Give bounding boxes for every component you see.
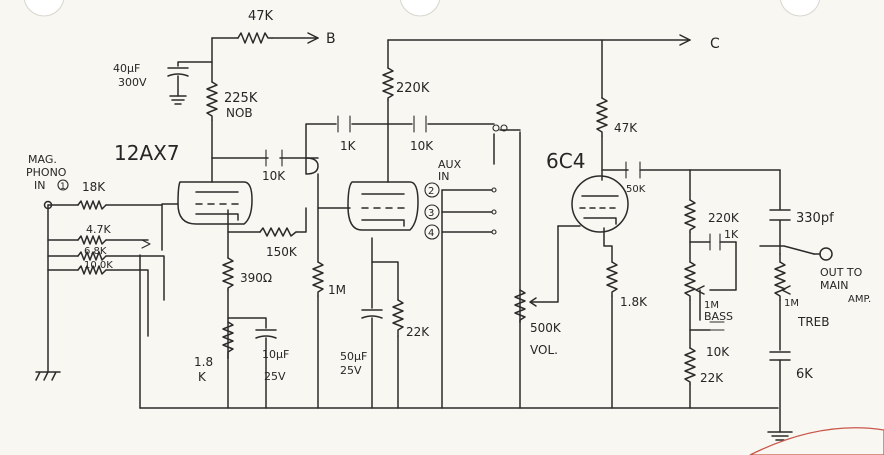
label-treb: TREB <box>797 315 829 329</box>
label-1m-bass: 1M <box>704 300 719 311</box>
label-22k-bass: 22K <box>700 371 724 385</box>
label-1m-left: 1M <box>328 283 346 297</box>
wiring <box>35 32 833 441</box>
mag-jack-1 <box>57 179 69 191</box>
label-10k-bass: 10K <box>706 345 730 359</box>
resistor-1-8k-right <box>606 261 618 297</box>
label-22k-mid: 22K <box>406 325 430 339</box>
label-mag-circle: 1 <box>60 182 66 192</box>
resistor-500k-pot <box>514 289 526 323</box>
binder-hole-left <box>23 0 65 17</box>
label-aux-4: 4 <box>428 228 434 239</box>
aux-jack-2 <box>424 182 440 198</box>
label-vol: VOL. <box>530 343 558 357</box>
resistor-220k-top <box>382 67 394 101</box>
label-mag-a: MAG. <box>28 153 57 166</box>
label-1-8k-a: 1.8 <box>194 355 213 369</box>
resistor-390 <box>222 257 234 291</box>
label-out-c: C <box>710 36 720 52</box>
label-aux-a: AUX <box>438 158 462 171</box>
label-220k-top: 220K <box>396 81 430 96</box>
resistor-220k-right <box>684 199 696 233</box>
tube-12ax7-section-2 <box>347 181 419 231</box>
label-10k-mid: 10K <box>410 139 434 153</box>
resistor-6-8k <box>77 251 107 261</box>
label-1-8k-b: K <box>198 370 207 384</box>
label-500k: 500K <box>530 321 562 335</box>
label-mag-b: PHONO <box>26 166 67 179</box>
resistor-1m-bass <box>684 261 696 301</box>
label-out-c2: AMP. <box>848 294 871 305</box>
label-10k-left: 10K <box>262 169 286 183</box>
label-out-b: B <box>326 31 336 47</box>
resistor-225k <box>206 81 218 121</box>
label-225k-a: 225K <box>224 91 258 106</box>
binder-hole-right <box>779 0 821 17</box>
label-out-b2: MAIN <box>820 279 849 292</box>
label-220k-right: 220K <box>708 211 740 225</box>
label-50k: 50K <box>626 184 646 195</box>
label-390: 390Ω <box>240 271 272 285</box>
label-40uf-a: 40μF <box>113 62 140 75</box>
label-aux-3: 3 <box>428 208 434 219</box>
tube-6c4 <box>571 175 629 233</box>
label-bass: BASS <box>704 310 733 323</box>
label-50uf-a: 50μF <box>340 350 367 363</box>
aux-jack-3 <box>424 204 440 220</box>
label-150k: 150K <box>266 245 298 259</box>
label-aux-b: IN <box>438 170 449 183</box>
resistor-22k-mid <box>392 299 404 337</box>
resistor-4-7k <box>77 235 107 245</box>
label-6k: 6K <box>796 367 813 382</box>
label-aux-2: 2 <box>428 186 434 197</box>
label-10uf-b: 25V <box>264 370 286 383</box>
aux-jacks <box>57 179 440 240</box>
label-6c4: 6C4 <box>546 149 585 173</box>
resistor-1m-treb <box>774 261 786 301</box>
label-1k-right: 1K <box>724 228 739 241</box>
label-1k: 1K <box>340 139 357 153</box>
resistor-47k-right <box>596 97 608 137</box>
binder-hole-middle <box>399 0 441 17</box>
label-1m-treb: 1M <box>784 298 799 309</box>
resistor-1m-left <box>312 261 324 297</box>
resistor-47k-top <box>237 32 273 44</box>
label-330pf: 330pf <box>796 211 834 226</box>
label-50uf-b: 25V <box>340 364 362 377</box>
label-47k-right: 47K <box>614 121 638 135</box>
resistor-18k <box>77 200 107 210</box>
tube-12ax7-section-1 <box>177 181 253 225</box>
resistor-10k-input <box>77 265 107 275</box>
label-40uf-b: 300V <box>118 76 147 89</box>
resistor-150k <box>259 227 297 237</box>
label-225k-b: NOB <box>226 106 253 120</box>
aux-jack-4 <box>424 224 440 240</box>
resistors <box>77 32 786 385</box>
label-12ax7: 12AX7 <box>114 141 180 165</box>
label-6-8k: 6.8K <box>84 246 107 257</box>
label-47k-top: 47K <box>248 9 274 24</box>
label-mag-c: IN <box>34 179 45 192</box>
resistor-22k-bass <box>684 347 696 385</box>
label-10uf-a: 10μF <box>262 348 289 361</box>
label-10k-input: 10.0K <box>84 260 113 271</box>
resistor-1-8k-left <box>222 321 234 359</box>
tubes <box>177 175 629 233</box>
label-4-7k: 4.7K <box>86 223 111 236</box>
label-18k: 18K <box>82 180 106 194</box>
label-1-8k-right: 1.8K <box>620 295 648 309</box>
label-out-a: OUT TO <box>820 266 863 279</box>
